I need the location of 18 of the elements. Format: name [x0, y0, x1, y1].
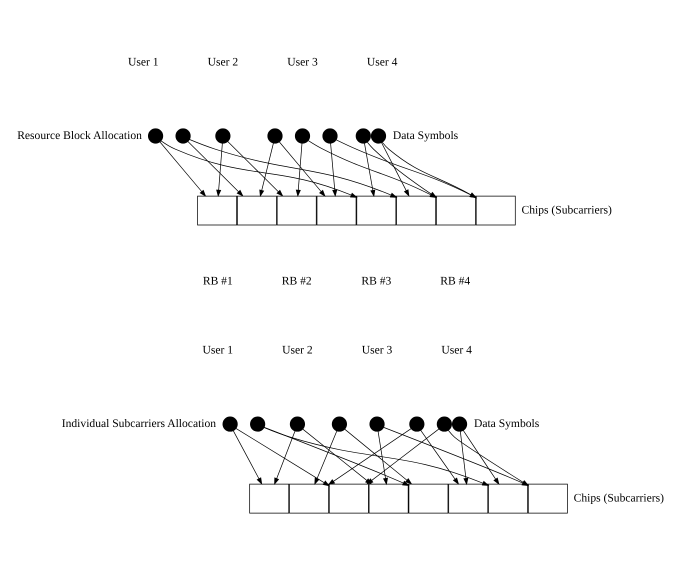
label: RB #2 — [282, 274, 312, 287]
label: RB #4 — [440, 274, 470, 287]
label: User 3 — [362, 343, 392, 356]
label: Data Symbols — [392, 128, 458, 142]
label: Data Symbols — [474, 416, 540, 430]
label: User 2 — [282, 343, 313, 356]
label: User 1 — [128, 55, 159, 68]
label: User 4 — [441, 343, 472, 356]
label: Resource Block Allocation — [17, 128, 142, 142]
label: User 3 — [287, 55, 318, 68]
label: Chips (Subcarriers) — [574, 490, 664, 504]
label: Individual Subcarriers Allocation — [62, 416, 216, 430]
label: RB #3 — [361, 274, 392, 287]
label: User 2 — [208, 55, 238, 68]
label: RB #1 — [202, 274, 233, 287]
label: User 1 — [202, 343, 234, 356]
label: User 4 — [366, 55, 398, 68]
label: Chips (Subcarriers) — [521, 202, 612, 216]
